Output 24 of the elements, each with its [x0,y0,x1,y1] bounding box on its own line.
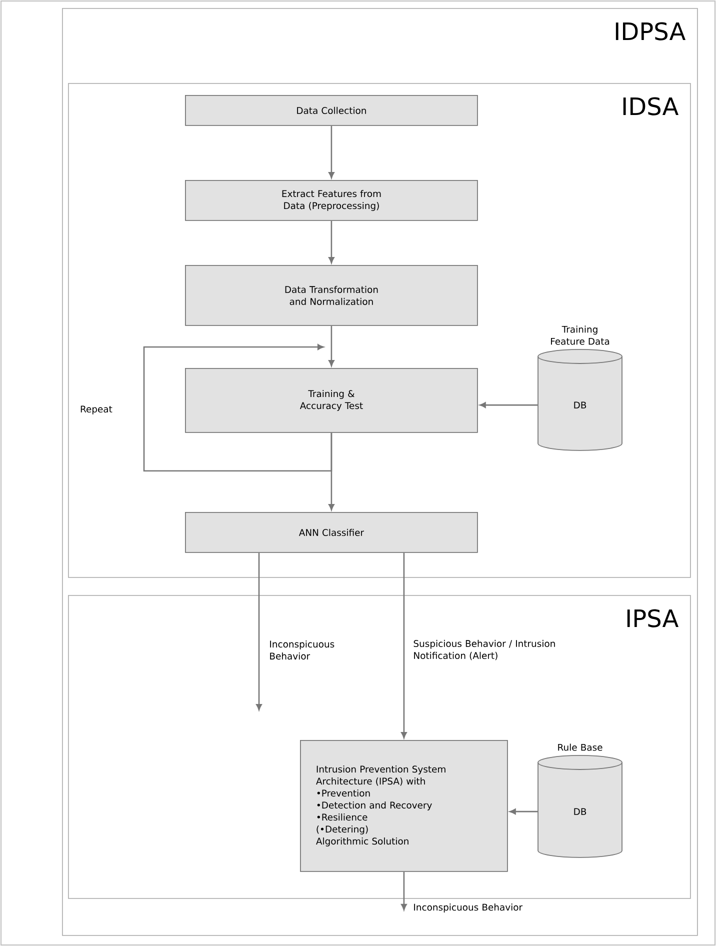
database-cylinder: DB [538,755,622,858]
process-box: Data Transformation and Normalization [185,265,478,326]
process-box: ANN Classifier [185,512,478,553]
process-box: Extract Features from Data (Preprocessing) [185,180,478,221]
edge-label: Repeat [80,406,112,414]
edge-label: Suspicious Behavior / Intrusion Notification (Alert) [414,640,555,660]
arrow [328,326,334,366]
arrow [143,344,332,472]
arrow [480,402,538,408]
process-box: Training & Accuracy Test [185,368,478,433]
edge-label: Inconspicuous Behavior [414,904,523,912]
process-box: Data Collection [185,95,478,126]
edge-label: Inconspicuous Behavior [270,640,334,660]
arrow [401,872,407,910]
arrow [510,808,538,814]
arrow [328,432,334,510]
arrow [328,220,334,264]
node-label: Training Feature Data [551,326,610,345]
arrow [328,126,334,178]
arrow [256,552,262,710]
arrow [401,552,407,738]
node-label: Rule Base [558,744,602,751]
process-box: Intrusion Prevention System Architecture (IPSA) with •Prevention •Detection and Recovery •Resilience (•Detering) Algorithmic Solution [300,740,508,872]
database-cylinder: DB [538,349,622,451]
